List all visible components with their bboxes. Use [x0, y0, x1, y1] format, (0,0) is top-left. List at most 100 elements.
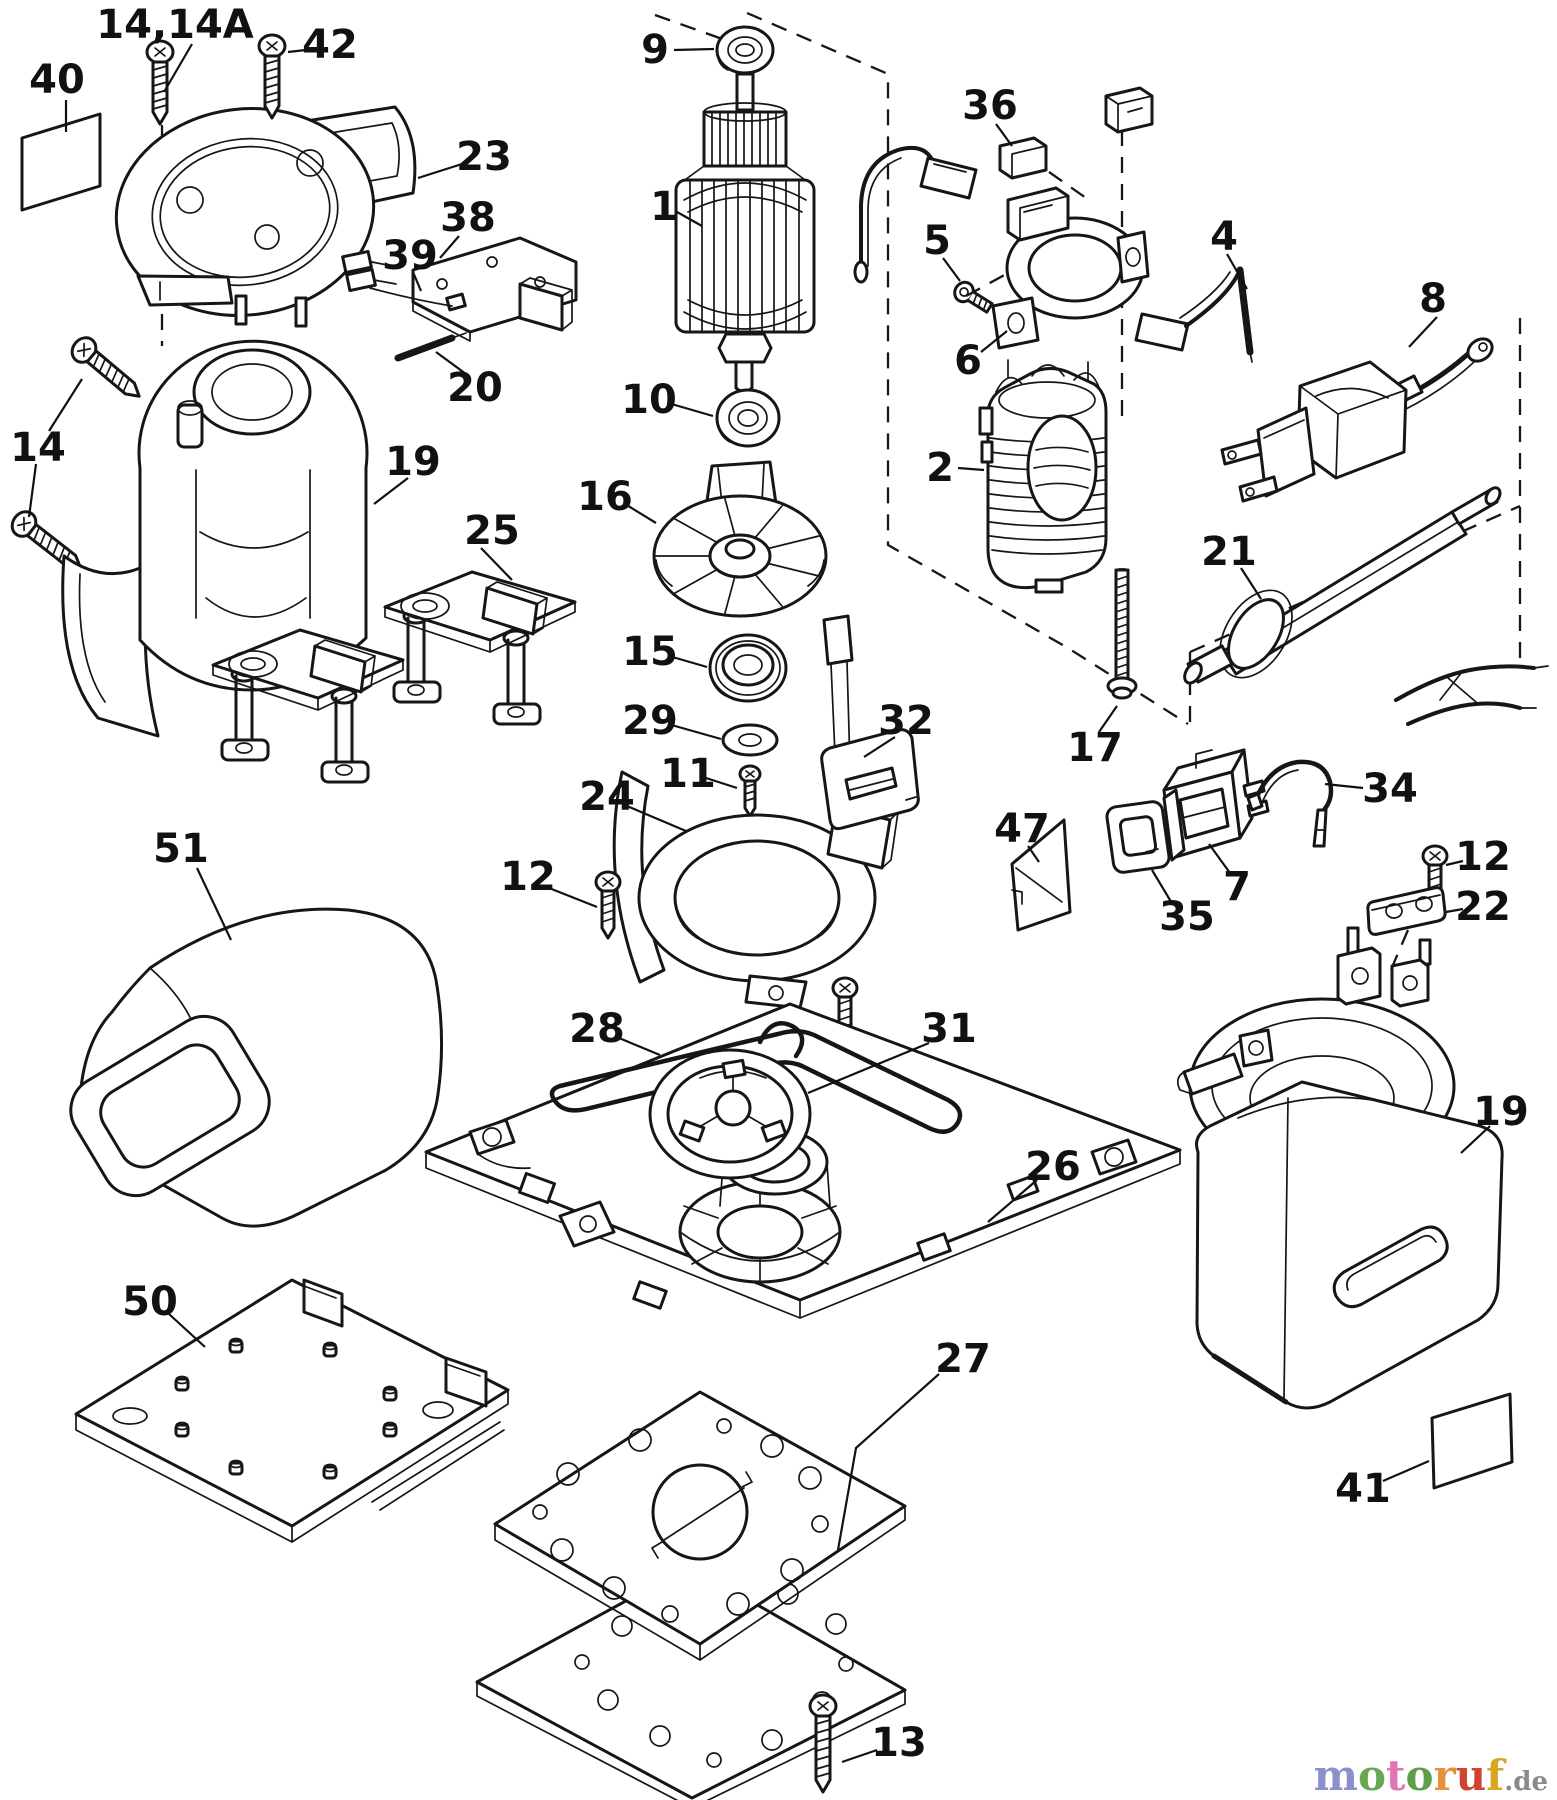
power-cord-plug-8 [1220, 337, 1494, 503]
stabilizer-bracket-25b [211, 628, 405, 784]
leader-line [624, 503, 657, 524]
leader-line [942, 257, 961, 282]
part-label-9: 9 [641, 27, 669, 73]
leader-line [987, 1179, 1038, 1223]
screw-5 [953, 280, 994, 314]
part-label-29: 29 [622, 698, 678, 744]
part-label-34: 34 [1362, 766, 1418, 812]
part-label-6: 6 [954, 338, 982, 384]
leader-line [48, 378, 83, 432]
bearing-10 [715, 388, 781, 448]
leader-line [163, 43, 193, 93]
leader-line [863, 736, 896, 758]
leader-line [1445, 859, 1464, 867]
leader-line [1445, 907, 1464, 914]
part-label-14-14A: 14,14A [96, 2, 254, 48]
brush-holder-assembly [853, 86, 1154, 350]
pad-plates-27 [475, 1390, 907, 1800]
leader-line [1151, 869, 1174, 906]
leader-line [841, 1748, 878, 1764]
motor-housing-19-right [1176, 926, 1504, 1410]
part-label-41: 41 [1335, 1466, 1391, 1512]
leader-line [1226, 253, 1248, 290]
screw-14-upper [65, 331, 150, 408]
part-label-50: 50 [122, 1279, 178, 1325]
part-label-15: 15 [622, 629, 678, 675]
switch-7 [1162, 748, 1270, 860]
leader-lines [27, 43, 1491, 1764]
leader-line [1324, 782, 1364, 790]
part-label-36: 36 [962, 83, 1018, 129]
part-label-19: 19 [1473, 1089, 1529, 1135]
part-label-11: 11 [660, 751, 716, 797]
part-label-12: 12 [1455, 834, 1511, 880]
leader-line [836, 1373, 940, 1551]
part-label-24: 24 [579, 774, 635, 820]
leader-line [548, 886, 598, 909]
leader-line [1027, 845, 1040, 863]
motor-housing-19-left [61, 294, 369, 738]
leader-line [411, 271, 423, 292]
part-label-17: 17 [1067, 725, 1123, 771]
leader-line [196, 867, 232, 941]
armature-1 [674, 72, 816, 396]
leader-line [980, 330, 1008, 353]
seal-ring-31 [648, 1048, 812, 1180]
bearing-9 [715, 25, 775, 75]
screw-11 [738, 764, 762, 818]
leader-line [27, 463, 38, 518]
watermark-motoruf: motoruf.de [1314, 1751, 1548, 1800]
leader-line [626, 804, 687, 833]
switch-actuator-plate-32 [820, 728, 920, 831]
part-label-12: 12 [500, 854, 556, 900]
leader-line [1208, 843, 1231, 874]
terminal-pin-20 [394, 332, 467, 362]
screw-12-left [594, 870, 622, 940]
leader-line [435, 351, 467, 375]
part-label-51: 51 [153, 826, 209, 872]
leader-line [807, 1041, 930, 1095]
leader-line [705, 776, 738, 790]
leader-line [480, 547, 513, 581]
cord-guard-21 [1183, 486, 1549, 726]
part-label-10: 10 [621, 377, 677, 423]
leader-line [1382, 1459, 1430, 1483]
connector-39 [341, 249, 453, 307]
leader-line [676, 211, 703, 227]
bearing-15 [708, 633, 788, 703]
leader-line [439, 235, 460, 259]
screw-42 [257, 33, 287, 120]
part-label-47: 47 [994, 806, 1050, 852]
part-label-23: 23 [456, 134, 512, 180]
retainer-wire-28 [549, 1021, 963, 1134]
part-label-26: 26 [1025, 1144, 1081, 1190]
part-label-38: 38 [440, 195, 496, 241]
punch-plate-50 [74, 1278, 510, 1543]
leader-line [373, 477, 409, 505]
part-label-4: 4 [1210, 214, 1238, 260]
stator-2 [978, 359, 1108, 594]
label-sticker-41 [1430, 1392, 1514, 1490]
leader-line [1408, 316, 1438, 348]
part-label-28: 28 [569, 1006, 625, 1052]
leader-line [667, 401, 714, 418]
part-label-20: 20 [447, 365, 503, 411]
part-label-1: 1 [650, 184, 678, 230]
part-label-25: 25 [464, 508, 520, 554]
part-label-27: 27 [935, 1336, 991, 1382]
leader-line [618, 1036, 661, 1057]
leader-line [417, 162, 463, 180]
part-label-7: 7 [1223, 864, 1251, 910]
part-label-2: 2 [926, 445, 954, 491]
leader-line [673, 47, 715, 52]
part-label-22: 22 [1455, 884, 1511, 930]
leader-line [287, 48, 307, 54]
washer-29 [721, 723, 779, 757]
part-label-19: 19 [385, 439, 441, 485]
part-label-13: 13 [871, 1720, 927, 1766]
lead-wire-4 [1134, 266, 1254, 363]
jumper-wire-34 [1246, 759, 1334, 848]
leader-line [1098, 705, 1118, 733]
